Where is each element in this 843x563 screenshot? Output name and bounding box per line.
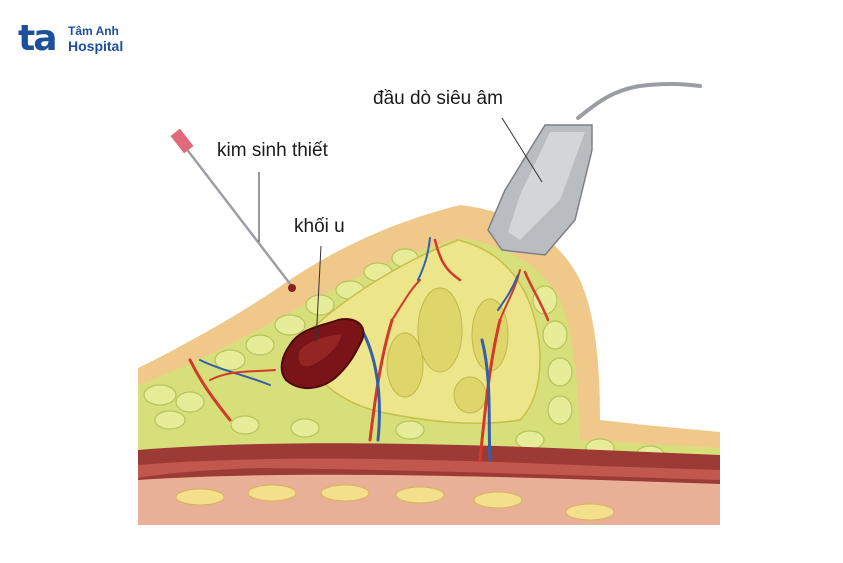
tumor-highlight — [298, 334, 342, 367]
logo-subtitle: Hospital — [68, 38, 124, 54]
gland-lobes — [386, 287, 509, 414]
hospital-logo: ta Tâm Anh Hospital — [18, 18, 138, 62]
rib-bones — [175, 484, 615, 521]
ultrasound-probe — [487, 81, 702, 256]
tumor-leader-line — [315, 245, 322, 343]
probe-leader-line — [501, 117, 543, 183]
muscle-band — [138, 458, 720, 480]
logo-mark: ta — [18, 18, 57, 59]
blood-vessels — [188, 237, 550, 462]
probe-label: đầu dò siêu âm — [373, 88, 503, 109]
fat-lobules — [143, 248, 665, 465]
biopsy-needle — [170, 128, 296, 292]
tumor-label: khối u — [294, 216, 345, 237]
needle-label: kim sinh thiết — [217, 140, 328, 161]
logo-name: Tâm Anh — [68, 24, 119, 38]
